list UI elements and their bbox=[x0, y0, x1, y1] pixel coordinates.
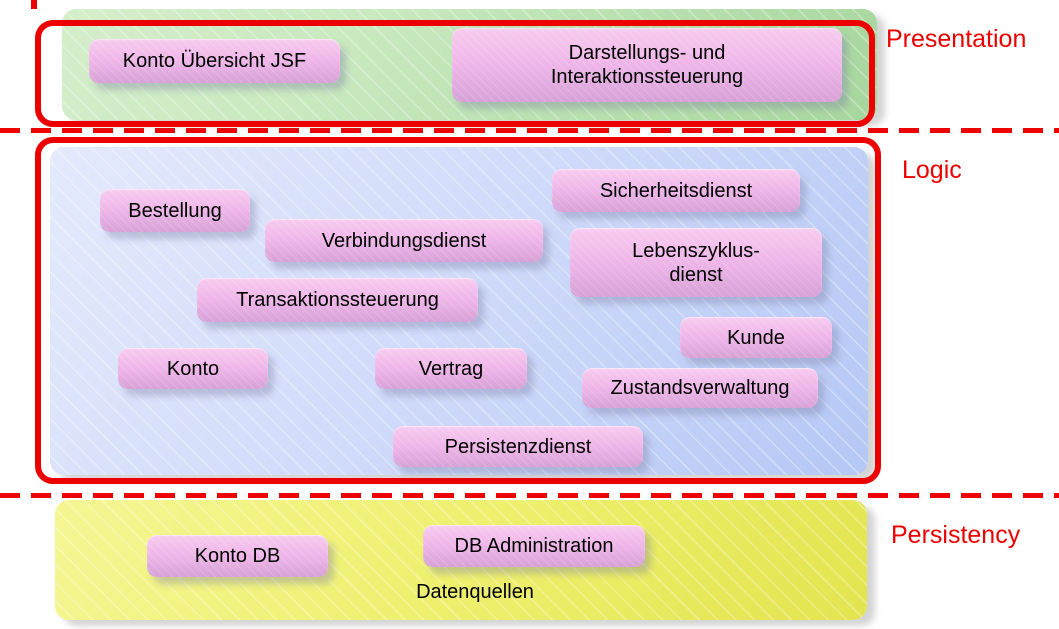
node-label-line2: dienst bbox=[669, 263, 723, 286]
node-label-line2: Interaktionssteuerung bbox=[550, 66, 744, 88]
node-konto-db: Konto DB bbox=[147, 535, 328, 577]
node-label: Verbindungsdienst bbox=[321, 229, 487, 252]
node-persistenzdienst: Persistenzdienst bbox=[393, 426, 643, 467]
presentation-frame bbox=[35, 20, 875, 127]
logic-layer-label: Logic bbox=[902, 156, 962, 184]
node-sicherheitsdienst: Sicherheitsdienst bbox=[552, 169, 800, 212]
node-label: DB Administration bbox=[454, 535, 614, 557]
node-label: Konto DB bbox=[194, 545, 281, 567]
node-konto-uebersicht-jsf: Konto Übersicht JSF bbox=[89, 39, 340, 83]
node-label-line1: Lebenszyklus- bbox=[632, 239, 760, 262]
node-vertrag: Vertrag bbox=[375, 348, 527, 389]
node-bestellung: Bestellung bbox=[100, 189, 250, 232]
node-label: Transaktionssteuerung bbox=[236, 289, 439, 311]
layer-separator-presentation-logic bbox=[0, 128, 1059, 133]
logic-frame bbox=[35, 137, 881, 484]
layer-separator-logic-persistency bbox=[0, 493, 1059, 498]
node-label: Zustandsverwaltung bbox=[610, 377, 790, 399]
node-label: Konto bbox=[166, 357, 220, 380]
datenquellen-caption: Datenquellen bbox=[416, 581, 534, 603]
persistency-layer-label: Persistency bbox=[891, 521, 1021, 549]
node-verbindungsdienst: Verbindungsdienst bbox=[265, 219, 543, 262]
node-label: Konto Übersicht JSF bbox=[122, 50, 307, 72]
node-label: Persistenzdienst bbox=[444, 435, 592, 458]
node-label: Vertrag bbox=[418, 357, 484, 380]
node-db-administration: DB Administration bbox=[423, 525, 645, 567]
node-lebenszyklusdienst: Lebenszyklus- dienst bbox=[570, 228, 822, 297]
node-transaktionssteuerung: Transaktionssteuerung bbox=[197, 278, 478, 322]
node-label-line1: Darstellungs- und bbox=[568, 42, 726, 64]
node-label: Bestellung bbox=[128, 199, 222, 222]
presentation-layer-label: Presentation bbox=[886, 25, 1027, 53]
red-tick-artifact bbox=[31, 0, 37, 9]
node-zustandsverwaltung: Zustandsverwaltung bbox=[582, 368, 818, 408]
node-darstellungs-und-interaktionssteuerung: Darstellungs- und Interaktionssteuerung bbox=[452, 28, 842, 102]
node-kunde: Kunde bbox=[680, 317, 832, 358]
node-konto: Konto bbox=[118, 348, 268, 389]
node-label: Kunde bbox=[727, 326, 785, 349]
node-label: Sicherheitsdienst bbox=[599, 179, 753, 202]
